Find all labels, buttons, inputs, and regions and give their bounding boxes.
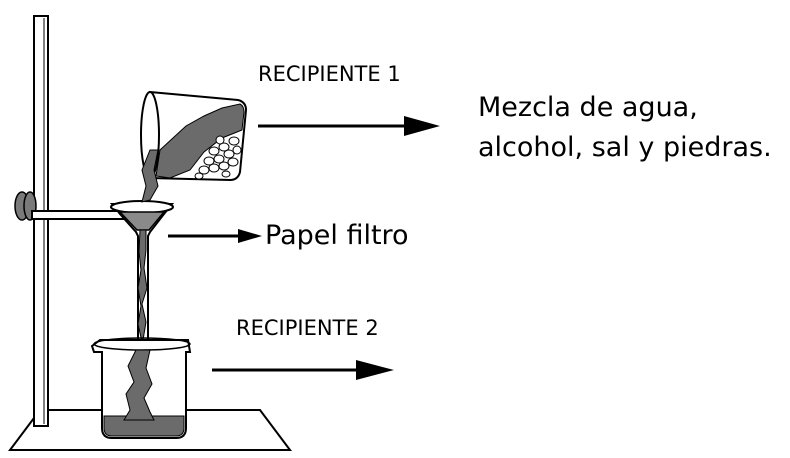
pour-stream <box>141 149 159 203</box>
funnel-rim <box>110 200 174 214</box>
arrow-recipiente-1 <box>258 116 440 136</box>
beaker-2-liquid <box>103 415 185 437</box>
label-papel-filtro: Papel filtro <box>265 220 409 251</box>
beaker-recipiente-1 <box>140 90 248 182</box>
label-recipiente-1: RECIPIENTE 1 <box>258 62 401 86</box>
label-mezcla-line-2: alcohol, sal y piedras. <box>478 132 772 163</box>
label-recipiente-2: RECIPIENTE 2 <box>236 316 379 340</box>
beaker-2-stream <box>123 349 155 421</box>
beaker-1-pebbles <box>194 135 242 180</box>
arrow-papel-filtro <box>168 229 262 243</box>
arrow-recipiente-2 <box>212 360 394 380</box>
stand-rod <box>33 15 49 427</box>
filter-paper <box>118 211 166 231</box>
label-mezcla-line-1: Mezcla de agua, <box>478 92 698 123</box>
beaker-1-liquid <box>155 103 245 179</box>
label-mezcla: Mezcla de agua, alcohol, sal y piedras. <box>478 88 788 168</box>
